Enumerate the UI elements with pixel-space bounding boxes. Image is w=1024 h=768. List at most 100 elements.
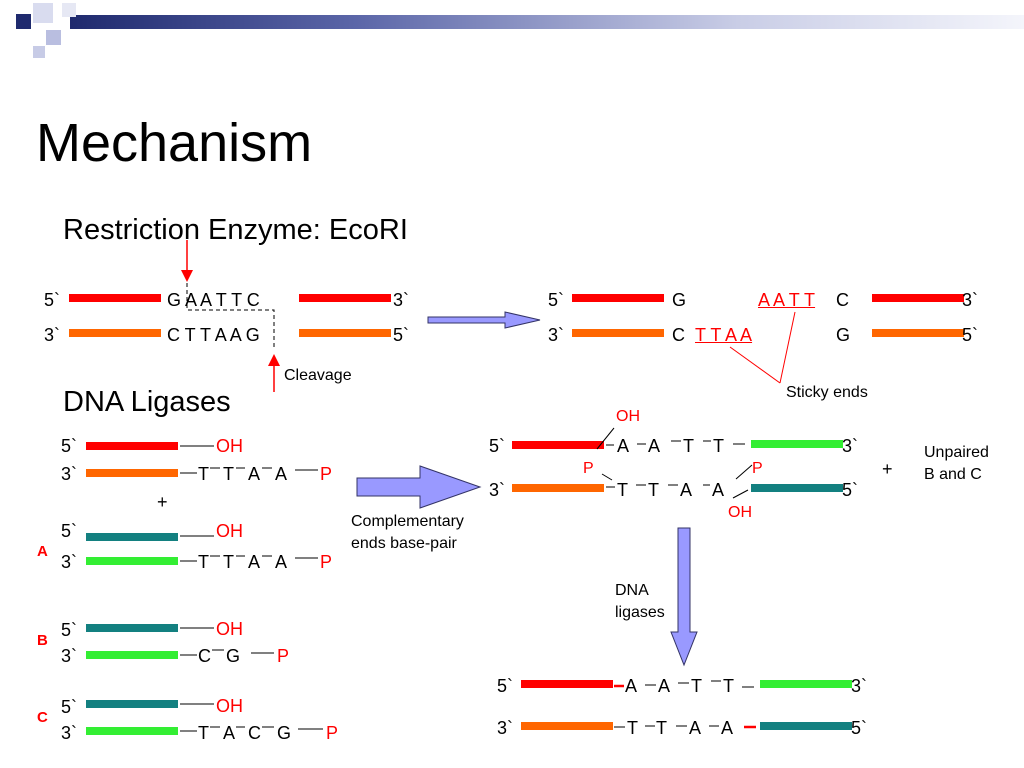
source-phosphate: P: [320, 464, 333, 484]
strand-orange: [86, 469, 178, 477]
paired-top-base: T: [713, 436, 724, 456]
paired-top-base: T: [683, 436, 694, 456]
ecori-left-bottom-sequence: C T T A A G: [167, 325, 260, 345]
ligated-bottom-base: T: [656, 718, 667, 738]
source-base: A: [248, 464, 261, 484]
paired-top-5prime: 5`: [489, 436, 506, 456]
option-b-phosphate: P: [277, 646, 290, 666]
ecori-right-top-sticky-end: A A T T: [758, 290, 816, 310]
option-c-top-5prime: 5`: [61, 697, 78, 717]
source-base: T: [198, 464, 209, 484]
header-square-navy: [16, 14, 31, 29]
paired-oh-top: OH: [616, 408, 640, 425]
ecori-right-top-c: C: [836, 290, 849, 310]
ligated-bottom-base: A: [721, 718, 734, 738]
ecori-right-bottom-c: C: [672, 325, 685, 345]
option-a-phosphate: P: [320, 552, 333, 572]
strand-green: [86, 651, 178, 659]
strand-red: [572, 294, 664, 302]
paired-bottom-3prime: 3`: [489, 480, 506, 500]
ecori-left-top-sequence: G A A T T C: [167, 290, 260, 310]
ecori-right-top-g: G: [672, 290, 687, 310]
option-c-bonds: [180, 703, 323, 732]
cleavage-dashed-line: [186, 283, 275, 350]
strand-orange: [572, 329, 664, 337]
paired-top-3prime: 3`: [842, 436, 859, 456]
option-b-bottom-3prime: 3`: [61, 646, 78, 666]
plus-sign: +: [157, 492, 168, 512]
ecori-left-top-3prime: 3`: [393, 290, 410, 310]
option-c-base: T: [198, 723, 209, 743]
source-bonds: [180, 445, 318, 474]
strand-red: [521, 680, 613, 688]
option-a-base: A: [248, 552, 261, 572]
ecori-heading: Restriction Enzyme: EcoRI: [63, 214, 408, 246]
dna-ligases-label-line-1: DNA: [615, 582, 649, 599]
ligases-heading: DNA Ligases: [63, 386, 231, 418]
ligated-bonds: [614, 680, 756, 729]
dna-ligases-label-line-2: ligases: [615, 604, 665, 621]
base-pair-arrow: [356, 465, 482, 509]
option-b-label: B: [37, 632, 48, 649]
paired-bottom-base: T: [648, 480, 659, 500]
option-a-base: T: [223, 552, 234, 572]
page-title: Mechanism: [36, 113, 313, 173]
strand-teal: [86, 533, 178, 541]
strand-orange: [512, 484, 604, 492]
strand-teal: [760, 722, 852, 730]
strand-red: [69, 294, 161, 302]
ecori-right-bottom-g: G: [836, 325, 851, 345]
header-square-pale: [62, 3, 76, 17]
option-b-top-5prime: 5`: [61, 620, 78, 640]
strand-red: [299, 294, 391, 302]
source-bottom-3prime: 3`: [61, 464, 78, 484]
option-c-base: C: [248, 723, 261, 743]
option-c-base: A: [223, 723, 236, 743]
strand-orange: [69, 329, 161, 337]
paired-top-base: A: [617, 436, 630, 456]
complementary-label-line-2: ends base-pair: [351, 535, 457, 552]
source-base: T: [223, 464, 234, 484]
option-c-bottom-3prime: 3`: [61, 723, 78, 743]
strand-orange: [521, 722, 613, 730]
header-gradient-band: [70, 15, 1024, 29]
ecori-right-top-3prime: 3`: [962, 290, 979, 310]
strand-teal: [751, 484, 843, 492]
option-b-base: C: [198, 646, 211, 666]
paired-bottom-base: A: [680, 480, 693, 500]
ligated-bottom-3prime: 3`: [497, 718, 514, 738]
ecori-right-top-5prime: 5`: [548, 290, 565, 310]
option-c-base: G: [277, 723, 292, 743]
ecori-left-top-5prime: 5`: [44, 290, 61, 310]
header-square-mid: [46, 30, 61, 45]
paired-oh-bottom: OH: [728, 504, 752, 521]
option-c-label: C: [37, 709, 48, 726]
ecori-right-bottom-5prime: 5`: [962, 325, 979, 345]
option-c-oh: OH: [216, 696, 243, 716]
strand-green: [760, 680, 852, 688]
option-b-oh: OH: [216, 619, 243, 639]
option-b-base: G: [226, 646, 241, 666]
ecori-right-bottom-3prime: 3`: [548, 325, 565, 345]
ligated-bottom-5prime: 5`: [851, 718, 868, 738]
ecori-left-bottom-3prime: 3`: [44, 325, 61, 345]
strand-red: [512, 441, 604, 449]
header-square-small: [33, 46, 45, 58]
option-b-bonds: [180, 627, 274, 656]
strand-green: [86, 557, 178, 565]
complementary-label-line-1: Complementary: [351, 513, 464, 530]
strand-orange: [299, 329, 391, 337]
option-a-top-5prime: 5`: [61, 521, 78, 541]
ligated-bottom-base: A: [689, 718, 702, 738]
option-a-oh: OH: [216, 521, 243, 541]
paired-p-right: P: [752, 460, 763, 477]
ligated-top-5prime: 5`: [497, 676, 514, 696]
paired-top-base: A: [648, 436, 661, 456]
strand-green: [751, 440, 843, 448]
option-a-label: A: [37, 543, 48, 560]
source-top-5prime: 5`: [61, 436, 78, 456]
header-square-light: [33, 3, 53, 23]
strand-green: [86, 727, 178, 735]
strand-teal: [86, 700, 178, 708]
